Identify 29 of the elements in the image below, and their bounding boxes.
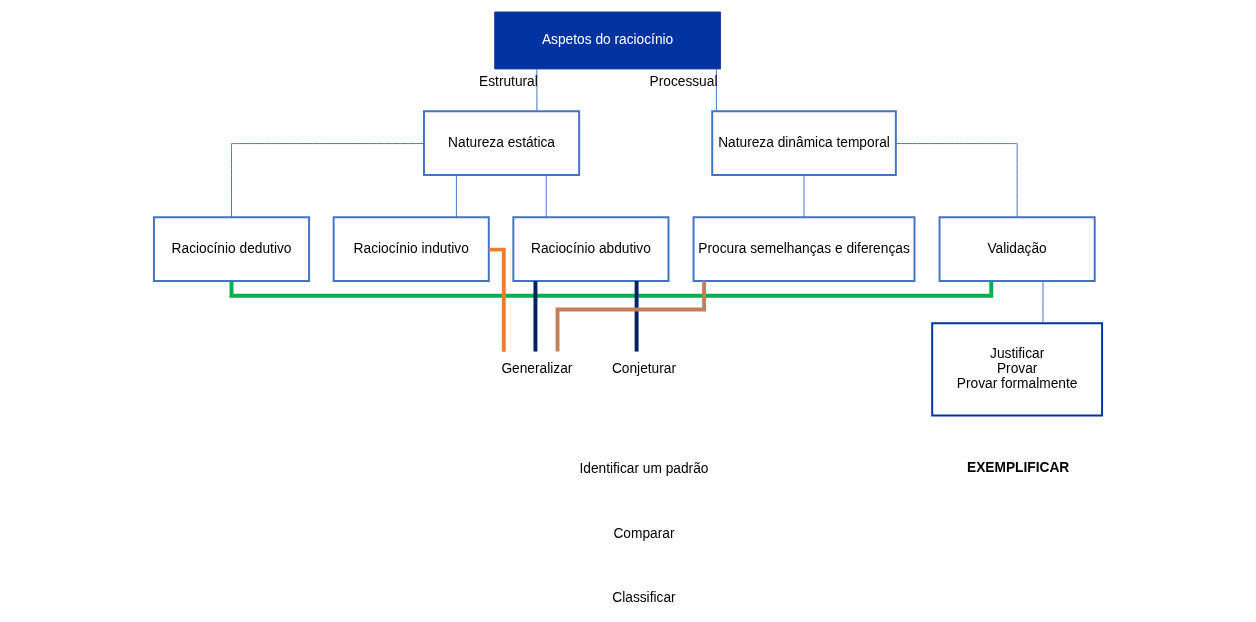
node-box: Validação: [938, 216, 1096, 283]
node-box: Natureza dinâmica temporal: [711, 110, 897, 176]
connector: [231, 143, 425, 218]
node-box: Natureza estática: [423, 110, 581, 176]
connector: [455, 174, 457, 218]
node-box: Raciocínio indutivo: [332, 216, 490, 283]
label: EXEMPLIFICAR: [967, 459, 1070, 475]
node-box: Raciocínio dedutivo: [152, 216, 311, 283]
connector: [803, 174, 805, 218]
label: Identificar um padrão: [579, 460, 709, 476]
connector: [488, 247, 506, 352]
connector: [1042, 280, 1044, 324]
node-text: Conjeturar: [611, 361, 677, 377]
node-box: Justificar Provar Provar formalmente: [931, 322, 1104, 417]
label: Classificar: [612, 590, 676, 606]
connector: [555, 281, 707, 352]
node-text: Generalizar: [501, 361, 573, 377]
node-box: Aspetos do raciocínio: [494, 11, 722, 70]
node-box: Procura semelhanças e diferenças: [692, 216, 916, 283]
connector: [229, 281, 994, 298]
edge-label: Processual: [649, 74, 718, 90]
connector: [634, 281, 639, 352]
connector: [895, 143, 1018, 218]
edge-label: Estrutural: [479, 74, 538, 90]
connector: [533, 281, 538, 352]
connector: [536, 68, 538, 112]
label: Comparar: [613, 525, 675, 541]
connector: [545, 174, 547, 218]
node-box: Raciocínio abdutivo: [512, 216, 670, 283]
